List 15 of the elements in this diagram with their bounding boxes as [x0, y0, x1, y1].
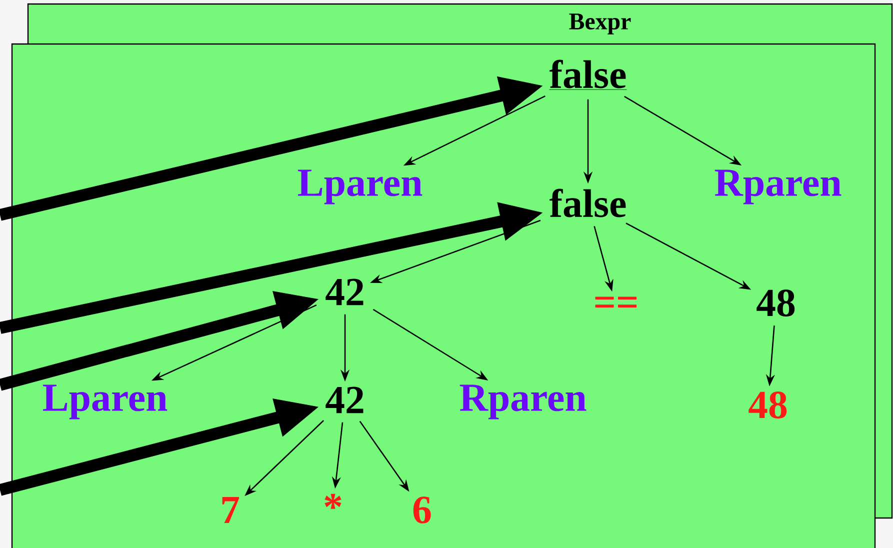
- tree-node-label: 6: [413, 496, 431, 524]
- tree-node-label: 42: [326, 278, 364, 306]
- tree-node-label: 48: [756, 290, 795, 316]
- tree-node-label: false: [550, 188, 626, 218]
- tree-node-label: *: [324, 494, 342, 509]
- tree-node-label: Lparen: [298, 170, 422, 204]
- tree-node-label: Lparen: [42, 384, 168, 420]
- tree-node-label: Rparen: [714, 170, 842, 204]
- card-title: Bexpr: [569, 14, 631, 34]
- tree-node-label: 42: [326, 386, 364, 414]
- tree-node-label: ==: [595, 296, 636, 308]
- tree-node-label: 48: [748, 392, 787, 418]
- tree-node-label: Rparen: [460, 384, 586, 420]
- tree-node-label: false: [549, 60, 627, 90]
- tree-node-label: 7: [222, 496, 239, 524]
